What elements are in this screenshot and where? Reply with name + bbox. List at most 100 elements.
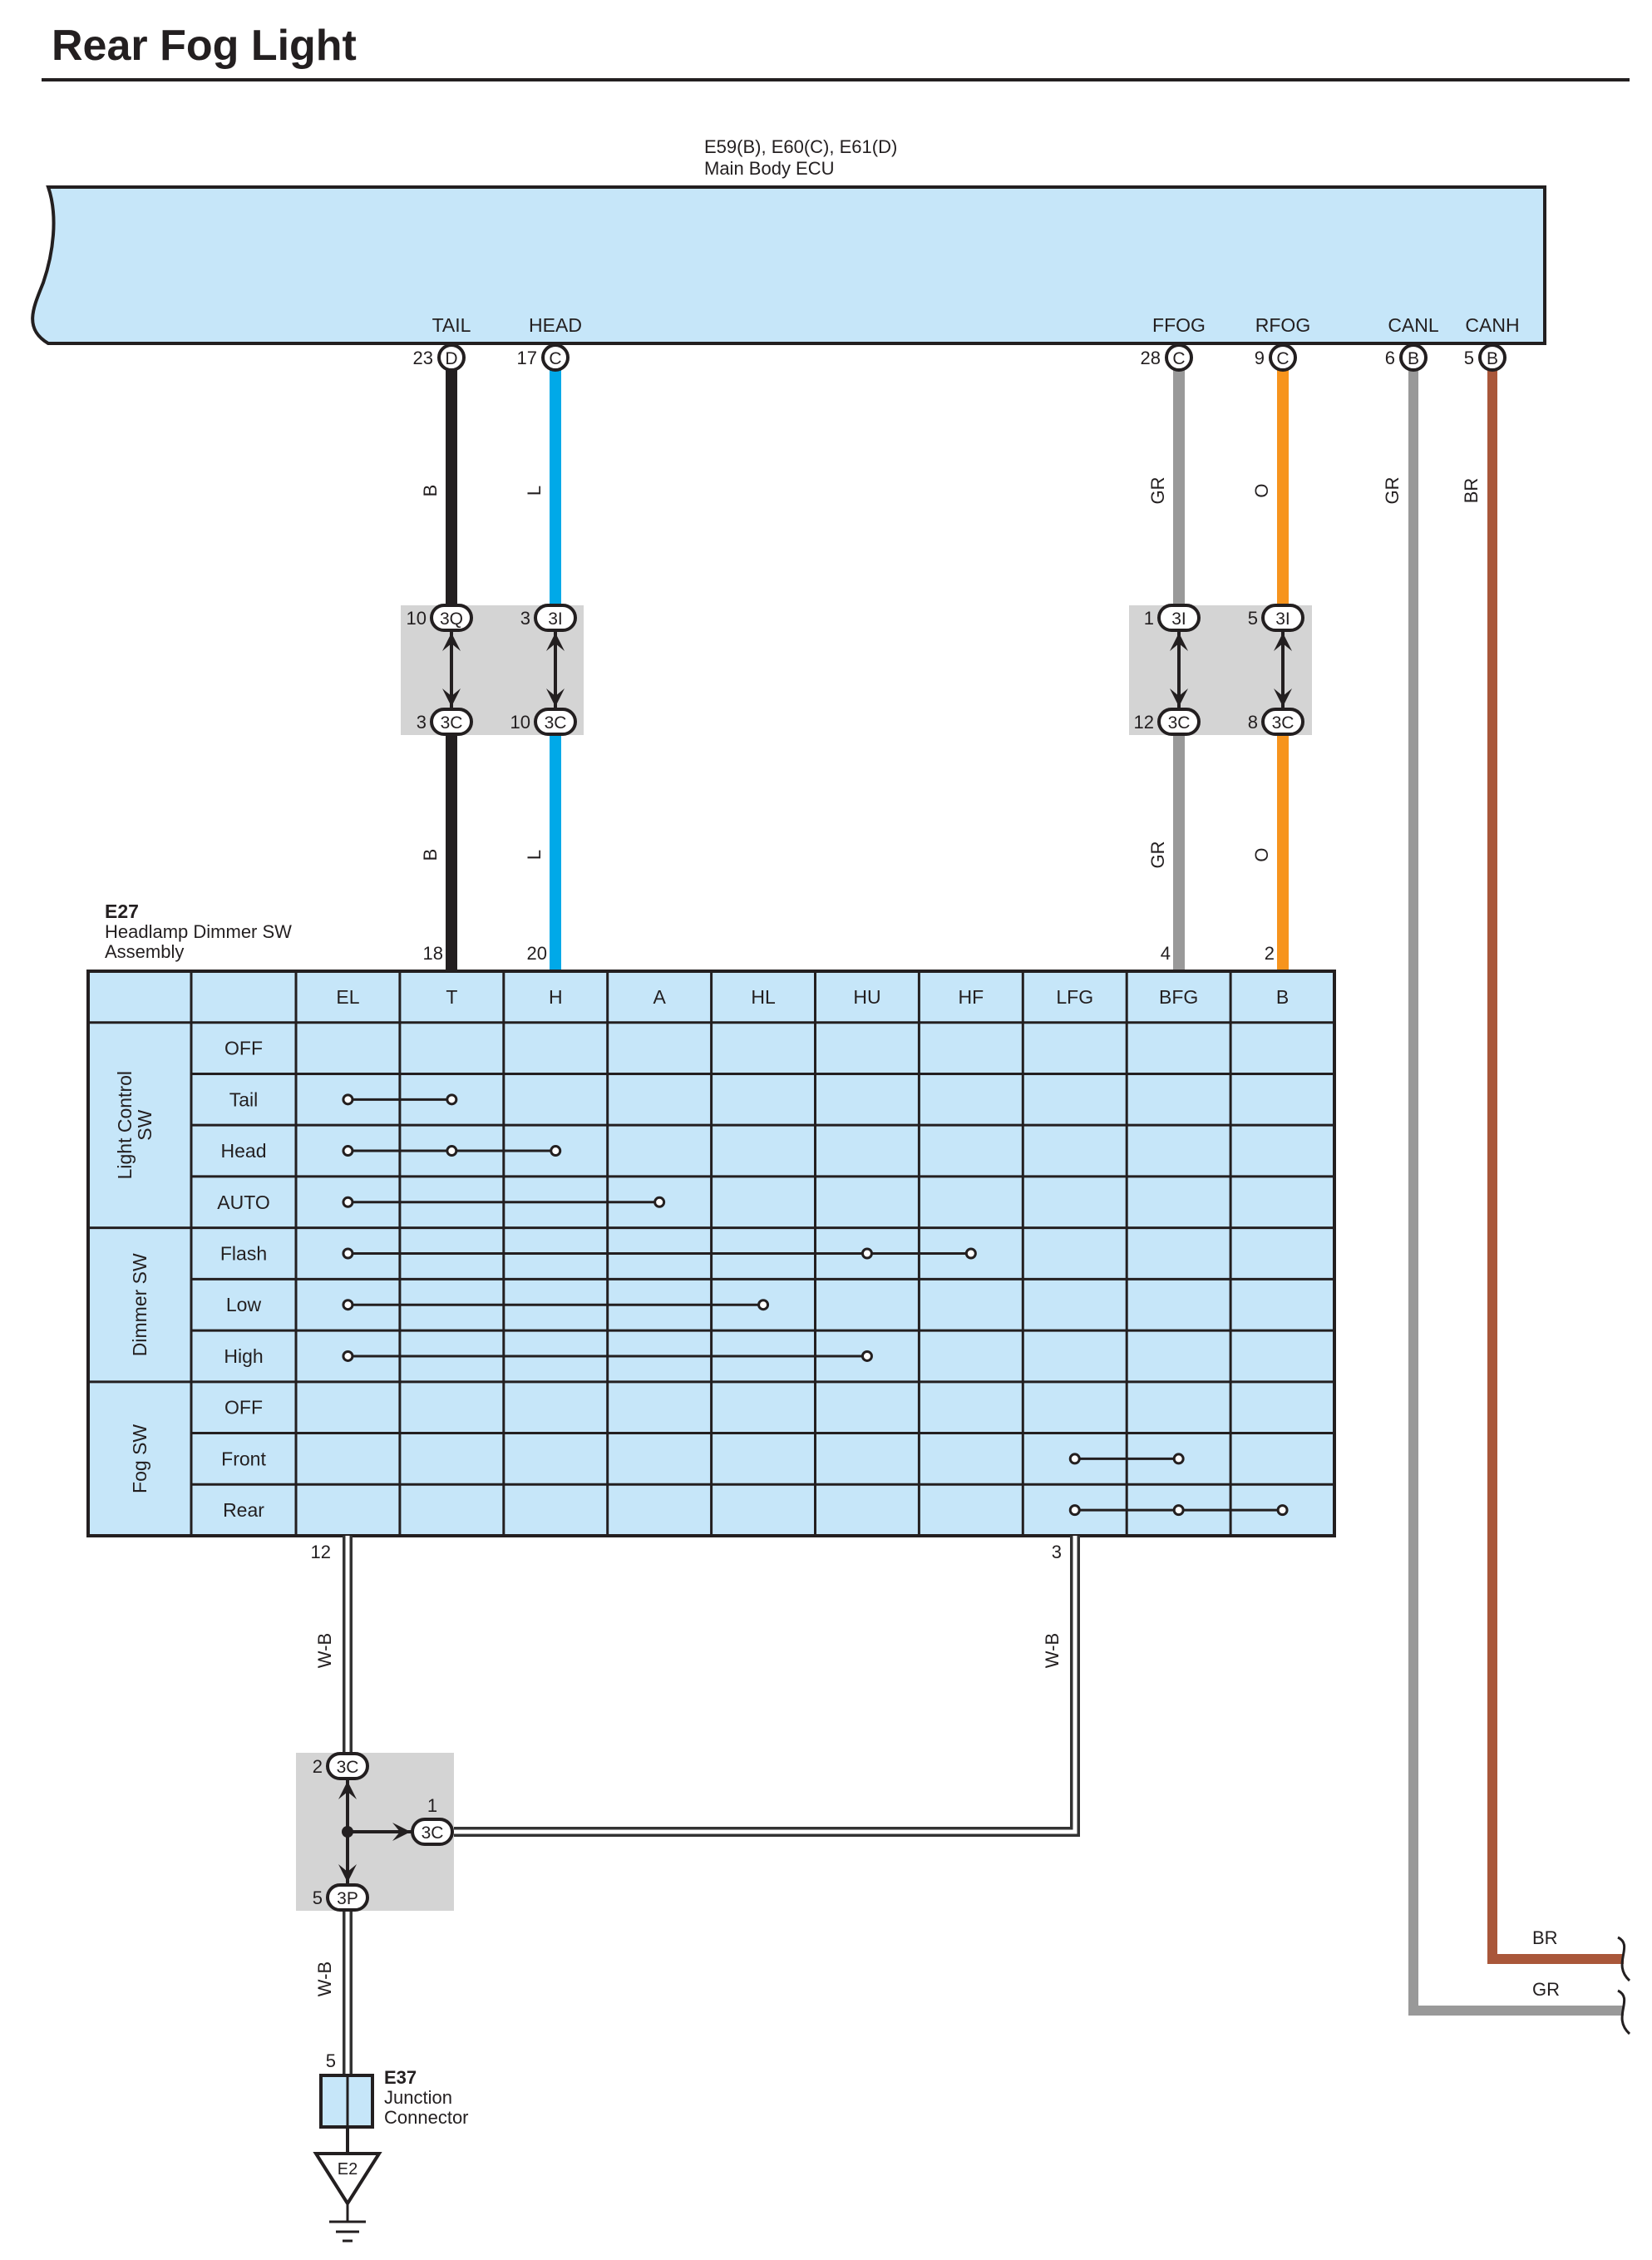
ecu-terminal-label: TAIL	[432, 314, 471, 336]
table-row-label: OFF	[224, 1397, 263, 1419]
direction-arrow	[1274, 688, 1292, 707]
table-column-header: A	[653, 986, 666, 1008]
table-row-label: Head	[221, 1140, 267, 1162]
ground-label: E2	[338, 2160, 358, 2179]
continuity-dot	[1172, 1453, 1185, 1465]
table-row-label: High	[224, 1345, 263, 1367]
junction-connector-pill	[1157, 708, 1201, 736]
junction-connector-code: E37	[384, 2067, 417, 2088]
continuity-dot	[757, 1299, 770, 1311]
wire-wb-right-core	[452, 1536, 1077, 1834]
table-row-label: Rear	[223, 1499, 264, 1521]
switch-pin-number: 20	[527, 943, 547, 964]
connector-label: 3C	[545, 713, 567, 733]
junction-connector-pill	[534, 708, 577, 736]
table-column-header: HF	[959, 986, 984, 1008]
table-column-header: T	[446, 986, 457, 1008]
ecu-name: Main Body ECU	[704, 158, 835, 179]
ecu-pin-number: 6	[1385, 348, 1395, 368]
junction-connector-pill	[326, 1752, 369, 1780]
wire-color-code: W-B	[314, 1633, 335, 1668]
connector-label: 3C	[441, 713, 463, 733]
wire-wb-right	[452, 1536, 1080, 1837]
ecu-pin-number: 28	[1141, 348, 1161, 368]
connector-label: 3I	[1275, 609, 1290, 629]
connector-circle	[1478, 343, 1507, 372]
continuity-dot	[1068, 1504, 1081, 1517]
connector-circle	[541, 343, 570, 372]
offpage-label-bottom: GR	[1532, 1979, 1560, 2000]
wire-color-code: GR	[1147, 841, 1168, 869]
continuity-dot	[342, 1196, 354, 1208]
connector-label: 3C	[337, 1758, 359, 1777]
table-group-label: Fog SW	[129, 1424, 150, 1493]
continuity-dot	[446, 1093, 458, 1106]
junction-pin-number: 12	[1134, 712, 1154, 733]
continuity-dot	[342, 1145, 354, 1157]
connector-circle	[1165, 343, 1193, 372]
direction-arrow	[392, 1823, 411, 1841]
connector-circle	[437, 343, 466, 372]
continuity-dot	[861, 1247, 873, 1260]
switch-pin-number: 2	[1265, 943, 1275, 964]
offpage-label-top: BR	[1532, 1927, 1558, 1948]
splice-dot	[342, 1826, 353, 1838]
wire-color-code: W-B	[1042, 1633, 1063, 1668]
ecu-terminal-label: CANH	[1465, 314, 1519, 336]
connector-letter: C	[1172, 349, 1185, 368]
junction-pin-number: 2	[313, 1756, 323, 1777]
junction-pin-number: 10	[510, 712, 530, 733]
table-column-header: B	[1276, 986, 1289, 1008]
junction-connector-pill	[1157, 604, 1201, 632]
table-row-label: Flash	[220, 1243, 267, 1265]
continuity-dot	[550, 1145, 562, 1157]
junction-connector-pill	[430, 604, 473, 632]
junction-pin-number: 1	[427, 1795, 437, 1816]
table-column-header: EL	[336, 986, 359, 1008]
connector-label: 3C	[422, 1823, 444, 1843]
wire-color-code: O	[1251, 847, 1272, 861]
continuity-dot	[653, 1196, 666, 1208]
connector-label: 3P	[337, 1889, 358, 1908]
connector-label: 3I	[548, 609, 563, 629]
table-row-label: OFF	[224, 1038, 263, 1059]
break-mark	[1617, 1936, 1631, 1982]
continuity-dot	[1172, 1504, 1185, 1517]
ecu-codes: E59(B), E60(C), E61(D)	[704, 136, 897, 157]
continuity-dot	[342, 1247, 354, 1260]
wire-color-code: GR	[1382, 477, 1403, 505]
wire-color-code: B	[420, 485, 441, 497]
junction-pin-number: 5	[1248, 608, 1258, 629]
direction-arrow	[546, 633, 565, 651]
switch-pin-number: 12	[311, 1542, 331, 1562]
continuity-dot	[446, 1145, 458, 1157]
direction-arrow	[442, 688, 461, 707]
junction-connector-pill	[430, 708, 473, 736]
connector-letter: B	[1408, 349, 1419, 368]
connector-letter: C	[549, 349, 561, 368]
continuity-dot	[342, 1299, 354, 1311]
wire-color-code: GR	[1147, 477, 1168, 505]
continuity-dot	[964, 1247, 977, 1260]
main-body-ecu-box	[31, 185, 1546, 345]
ecu-pin-number: 9	[1255, 348, 1265, 368]
connector-circle	[1399, 343, 1428, 372]
connector-label: 3I	[1171, 609, 1186, 629]
wire-color-code: B	[420, 849, 441, 861]
junction-connector-pill	[411, 1818, 454, 1846]
wire-color-code: O	[1251, 483, 1272, 497]
continuity-dot	[1068, 1453, 1081, 1465]
junction-pin-number: 10	[407, 608, 427, 629]
table-group-label: Dimmer SW	[129, 1253, 150, 1356]
junction-connector-name: Junction	[384, 2087, 452, 2108]
connector-label: 3C	[1272, 713, 1294, 733]
direction-arrow	[1170, 688, 1188, 707]
junction-connector-pill	[1261, 604, 1304, 632]
switch-pin-number: 3	[1052, 1542, 1062, 1562]
direction-arrow	[338, 1781, 357, 1799]
ecu-pin-number: 17	[517, 348, 537, 368]
continuity-dot	[342, 1350, 354, 1362]
ecu-terminal-label: CANL	[1388, 314, 1439, 336]
junction-pin-number: 3	[417, 712, 427, 733]
wire-color-code: L	[524, 850, 545, 860]
